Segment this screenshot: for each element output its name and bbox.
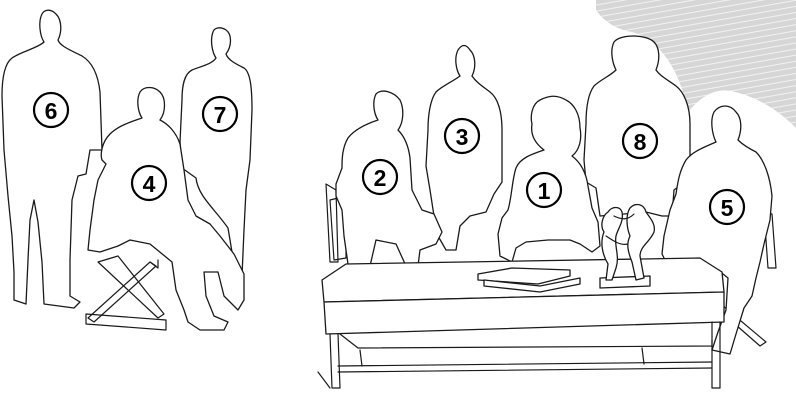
marker-5: 5: [710, 190, 744, 224]
marker-4: 4: [132, 166, 166, 200]
marker-8-label: 8: [634, 129, 647, 155]
marker-1-label: 1: [538, 178, 551, 204]
marker-2-label: 2: [374, 165, 387, 191]
marker-6: 6: [34, 93, 68, 127]
marker-4-label: 4: [143, 171, 156, 197]
silhouette-person-6: [2, 10, 102, 308]
chair-left: [86, 256, 166, 330]
marker-5-label: 5: [721, 195, 734, 221]
marker-3: 3: [445, 119, 479, 153]
marker-2: 2: [363, 160, 397, 194]
marker-7-label: 7: [214, 102, 227, 128]
marker-1: 1: [527, 173, 561, 207]
marker-8: 8: [623, 124, 657, 158]
marker-6-label: 6: [45, 98, 58, 124]
marker-3-label: 3: [456, 124, 469, 150]
marker-7: 7: [203, 97, 237, 131]
